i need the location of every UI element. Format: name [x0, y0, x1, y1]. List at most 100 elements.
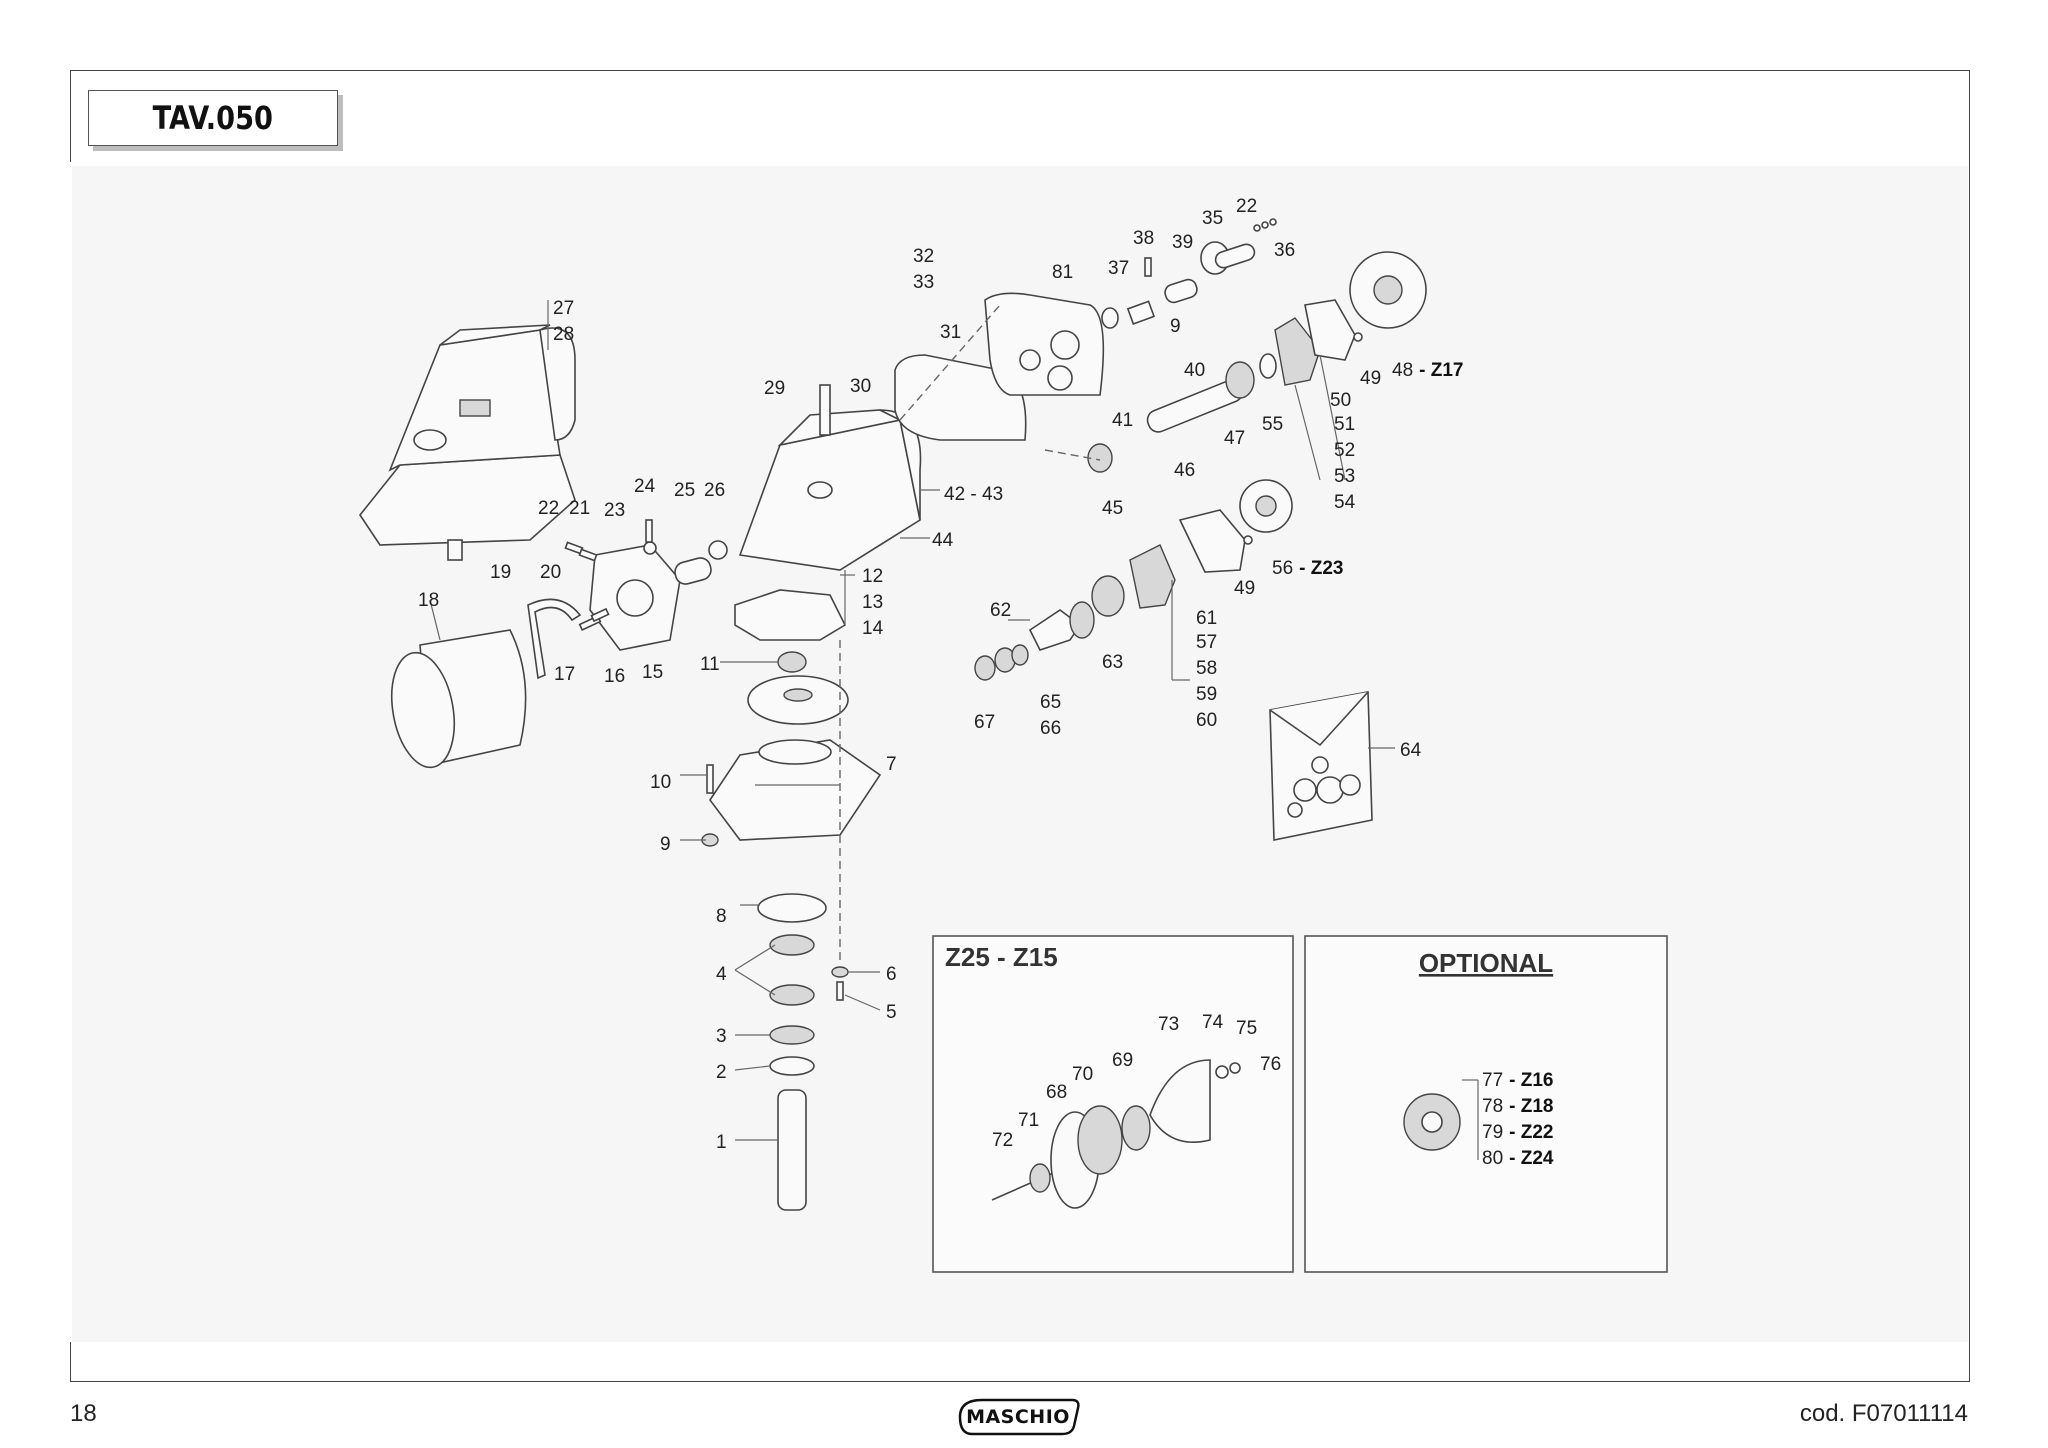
callout-59: 59: [1196, 684, 1217, 705]
callout-2: 2: [716, 1062, 727, 1083]
callout-25: 25: [674, 480, 695, 501]
callout-75: 75: [1236, 1018, 1257, 1039]
callout-61: 61: [1196, 608, 1217, 629]
callout-11: 11: [700, 654, 720, 675]
table-title-box: TAV.050: [88, 90, 338, 146]
callout-73: 73: [1158, 1014, 1179, 1035]
callout-60: 60: [1196, 710, 1217, 731]
upper-shaft-parts: [1101, 218, 1277, 329]
callout-1: 1: [716, 1132, 727, 1153]
callout-22-right: 22: [1236, 196, 1257, 217]
callout-69: 69: [1112, 1050, 1133, 1071]
callout-64: 64: [1400, 740, 1422, 761]
callout-32: 32: [913, 246, 934, 267]
callout-29: 29: [764, 378, 785, 399]
callout-20: 20: [540, 562, 561, 583]
logo-text: MASCHIO: [966, 1406, 1070, 1428]
callout-10: 10: [650, 772, 671, 793]
callout-78: 78- Z18: [1482, 1096, 1554, 1117]
callout-38: 38: [1133, 228, 1154, 249]
callout-71: 71: [1018, 1110, 1039, 1131]
callout-16: 16: [604, 666, 625, 687]
callout-7: 7: [886, 754, 897, 775]
callout-6: 6: [886, 964, 897, 985]
optional-inset-box: [1304, 935, 1668, 1273]
main-shaft-assembly: [1087, 251, 1427, 473]
gear-set-parts: [991, 1059, 1241, 1209]
callout-56: 56- Z23: [1272, 558, 1344, 579]
callout-72: 72: [992, 1130, 1013, 1151]
callout-18: 18: [418, 590, 439, 611]
lower-housing-base: [701, 739, 882, 847]
pinion-assembly: [974, 479, 1293, 681]
callout-54: 54: [1334, 492, 1356, 513]
lower-gasket-and-bevel-gear: [734, 589, 849, 725]
callout-58: 58: [1196, 658, 1217, 679]
callout-74: 74: [1202, 1012, 1224, 1033]
callout-41: 41: [1112, 410, 1133, 431]
callout-66: 66: [1040, 718, 1061, 739]
callout-77: 77- Z16: [1482, 1070, 1554, 1091]
callout-5: 5: [886, 1002, 897, 1023]
callout-23: 23: [604, 500, 625, 521]
small-hardware-group-left: [564, 519, 728, 632]
document-code: cod. F07011114: [1799, 1400, 1968, 1427]
callout-leaders: [680, 354, 1395, 1141]
callout-4: 4: [716, 964, 727, 985]
callout-15: 15: [642, 662, 663, 683]
callout-27: 27: [553, 298, 574, 319]
callout-52: 52: [1334, 440, 1355, 461]
brand-logo: MASCHIO: [952, 1396, 1084, 1438]
callout-42-43: 42 - 43: [944, 484, 1003, 505]
seal-kit-envelope: [1269, 691, 1373, 841]
clamp-ring: [527, 598, 582, 680]
callout-31: 31: [940, 322, 961, 343]
callout-76: 76: [1260, 1054, 1281, 1075]
callout-49-upper: 49: [1360, 368, 1381, 389]
callout-80: 80- Z24: [1482, 1148, 1554, 1169]
callout-labels: 27 28 18 19 20 22 21 23 24 25 26 17 16 1…: [418, 196, 1554, 1169]
callout-48: 48- Z17: [1392, 360, 1464, 381]
callout-68: 68: [1046, 1082, 1067, 1103]
callout-63: 63: [1102, 652, 1123, 673]
callout-19: 19: [490, 562, 511, 583]
callout-9-lower: 9: [660, 834, 671, 855]
callout-67: 67: [974, 712, 995, 733]
callout-3: 3: [716, 1026, 727, 1047]
callout-17: 17: [554, 664, 575, 685]
callout-44: 44: [932, 530, 954, 551]
callout-26: 26: [704, 480, 725, 501]
cover-gasket: [894, 354, 1027, 441]
assembly-axis-lines: [839, 304, 1101, 960]
callout-14: 14: [862, 618, 884, 639]
callout-21: 21: [569, 498, 590, 519]
logo-shape: [958, 1398, 1080, 1436]
optional-gear: [1403, 1079, 1479, 1160]
callout-57: 57: [1196, 632, 1217, 653]
gear-set-inset-box: [932, 935, 1294, 1273]
callout-12: 12: [862, 566, 883, 587]
callout-49-lower: 49: [1234, 578, 1255, 599]
callout-35: 35: [1202, 208, 1223, 229]
callout-70: 70: [1072, 1064, 1093, 1085]
callout-13: 13: [862, 592, 883, 613]
side-cover: [984, 292, 1105, 396]
central-gear-housing: [738, 384, 922, 571]
callout-50: 50: [1330, 390, 1351, 411]
callout-24: 24: [634, 476, 656, 497]
callout-47: 47: [1224, 428, 1245, 449]
cylindrical-guard: [390, 599, 527, 769]
callout-46: 46: [1174, 460, 1195, 481]
optional-inset-title: OPTIONAL: [1419, 948, 1553, 978]
callout-40: 40: [1184, 360, 1205, 381]
callout-51: 51: [1334, 414, 1355, 435]
callout-65: 65: [1040, 692, 1061, 713]
callout-9-upper: 9: [1170, 316, 1181, 337]
callout-62: 62: [990, 600, 1011, 621]
callout-81: 81: [1052, 262, 1073, 283]
callout-8: 8: [716, 906, 727, 927]
callout-36: 36: [1274, 240, 1295, 261]
gear-set-inset-title: Z25 - Z15: [945, 942, 1058, 972]
callout-30: 30: [850, 376, 871, 397]
